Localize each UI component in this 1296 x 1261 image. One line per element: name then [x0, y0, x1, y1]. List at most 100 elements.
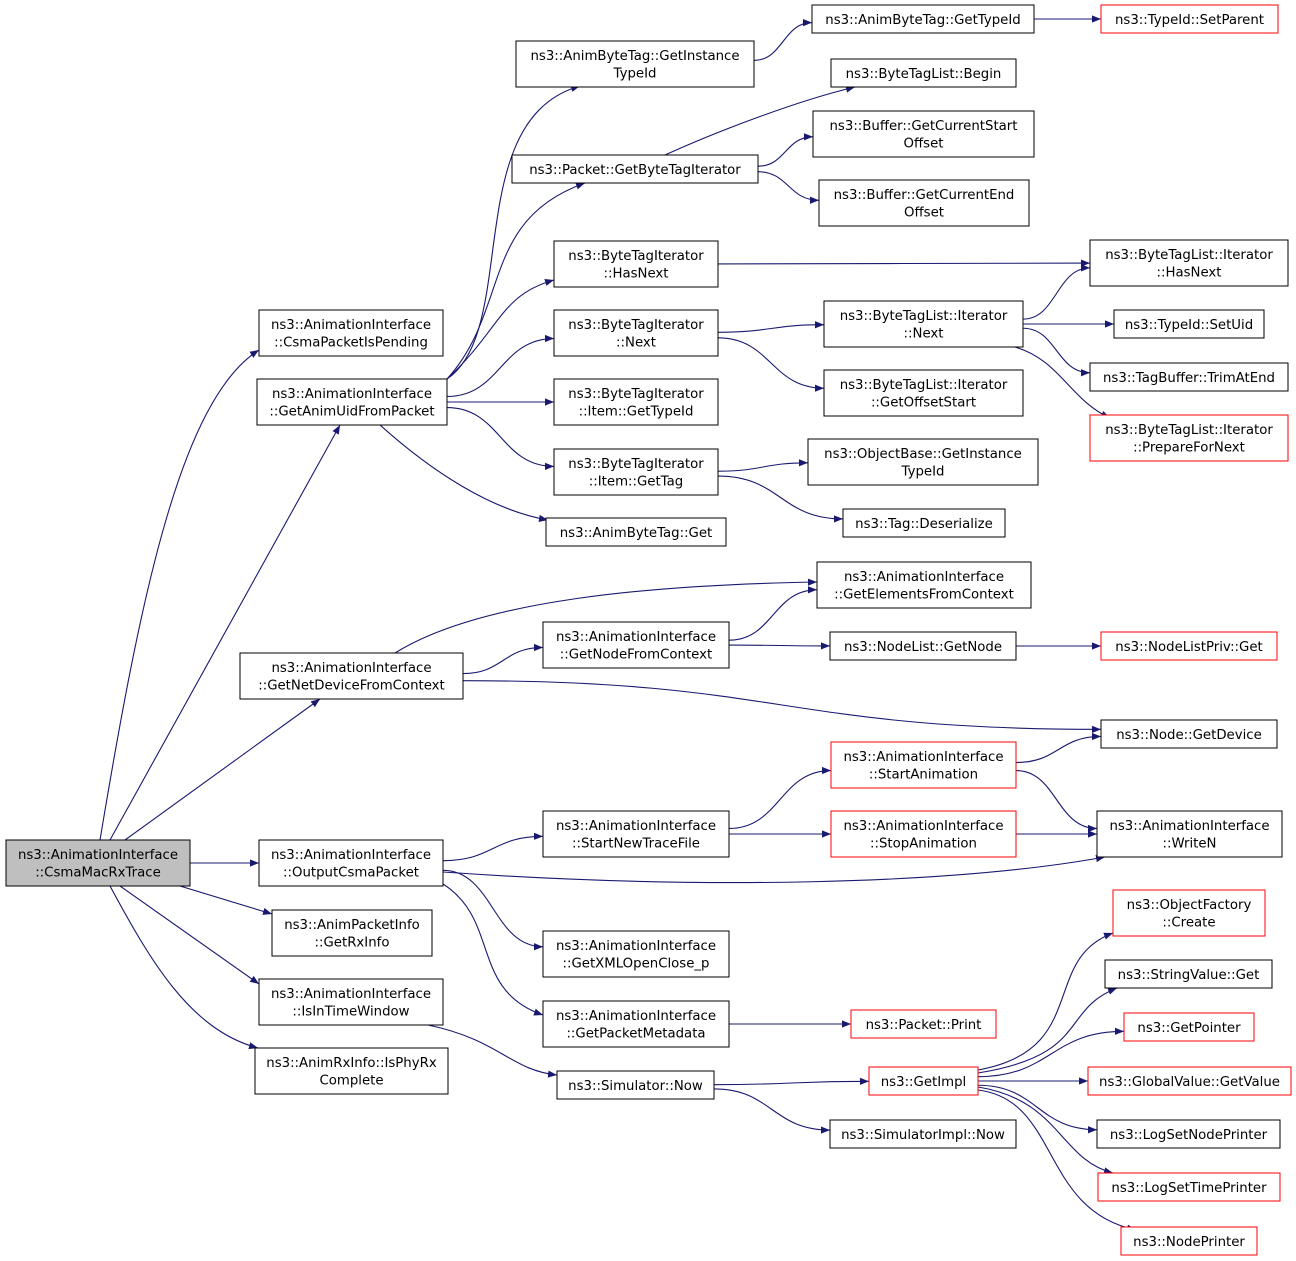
node-nlPrivGet[interactable]: ns3::NodeListPriv::Get — [1100, 631, 1278, 661]
node-label-line: ns3::NodeListPriv::Get — [1115, 640, 1262, 655]
node-logSetNode[interactable]: ns3::LogSetNodePrinter — [1096, 1119, 1281, 1149]
node-label-line: Offset — [904, 137, 944, 152]
node-objFactCreate[interactable]: ns3::ObjectFactory::Create — [1112, 889, 1266, 937]
node-logSetTime[interactable]: ns3::LogSetTimePrinter — [1097, 1172, 1281, 1202]
node-label-line: ns3::AnimationInterface — [556, 1009, 716, 1024]
edge-root-to-getNetDev — [124, 698, 321, 841]
node-box — [812, 110, 1035, 158]
node-pktGetBTI[interactable]: ns3::Packet::GetByteTagIterator — [511, 154, 759, 184]
node-box — [553, 448, 719, 496]
node-label-line: ns3::AnimByteTag::GetTypeId — [825, 13, 1020, 28]
node-box — [829, 1119, 1017, 1149]
node-box — [542, 810, 730, 858]
node-simImplNow[interactable]: ns3::SimulatorImpl::Now — [829, 1119, 1017, 1149]
node-setUid[interactable]: ns3::TypeId::SetUid — [1113, 309, 1265, 339]
node-getNetDev[interactable]: ns3::AnimationInterface::GetNetDeviceFro… — [239, 652, 464, 700]
node-getImpl[interactable]: ns3::GetImpl — [868, 1066, 979, 1096]
node-label-line: ns3::Simulator::Now — [568, 1079, 703, 1094]
node-btliHasNext[interactable]: ns3::ByteTagList::Iterator::HasNext — [1089, 239, 1289, 287]
node-getRxInfo[interactable]: ns3::AnimPacketInfo::GetRxInfo — [271, 909, 433, 957]
node-getXml[interactable]: ns3::AnimationInterface::GetXMLOpenClose… — [542, 930, 730, 978]
node-box — [511, 154, 759, 184]
node-pktPrint[interactable]: ns3::Packet::Print — [850, 1009, 997, 1039]
edge-startNewTrace-to-startAnim — [728, 766, 832, 830]
node-getAnimUid[interactable]: ns3::AnimationInterface::GetAnimUidFromP… — [256, 378, 448, 426]
node-btliNext[interactable]: ns3::ByteTagList::Iterator::Next — [823, 300, 1024, 348]
edge-getImpl-to-getPointer — [977, 1027, 1125, 1078]
node-box — [542, 1000, 730, 1048]
node-box — [1120, 1226, 1258, 1256]
node-label-line: ::GetAnimUidFromPacket — [269, 405, 434, 420]
node-outputCsma[interactable]: ns3::AnimationInterface::OutputCsmaPacke… — [258, 839, 444, 887]
node-getNodeCtx[interactable]: ns3::AnimationInterface::GetNodeFromCont… — [542, 621, 730, 669]
node-label-line: ::GetElementsFromContext — [834, 588, 1014, 603]
node-writeN[interactable]: ns3::AnimationInterface::WriteN — [1096, 810, 1283, 858]
node-nodeGetDev[interactable]: ns3::Node::GetDevice — [1100, 719, 1278, 749]
edge-getAnimUid-to-btiItemTag — [446, 407, 555, 470]
node-label-line: ns3::SimulatorImpl::Now — [841, 1128, 1005, 1143]
node-box — [830, 741, 1017, 789]
node-stopAnim[interactable]: ns3::AnimationInterface::StopAnimation — [830, 810, 1017, 858]
node-label-line: ns3::AnimationInterface — [556, 630, 716, 645]
edge-getImpl-to-strValGet — [977, 987, 1118, 1074]
node-prepareNext[interactable]: ns3::ByteTagList::Iterator::PrepareForNe… — [1089, 414, 1289, 462]
node-strValGet[interactable]: ns3::StringValue::Get — [1104, 959, 1273, 989]
node-btlBegin[interactable]: ns3::ByteTagList::Begin — [830, 58, 1017, 88]
node-box — [1089, 414, 1289, 462]
node-box — [553, 309, 719, 357]
node-getPointer[interactable]: ns3::GetPointer — [1123, 1012, 1255, 1042]
edge-root-to-getRxInfo — [179, 885, 273, 915]
node-label-line: ::Item::GetTypeId — [579, 405, 694, 420]
node-tagDeser[interactable]: ns3::Tag::Deserialize — [842, 508, 1006, 538]
node-box — [807, 438, 1039, 486]
node-btiItemType[interactable]: ns3::ByteTagIterator::Item::GetTypeId — [553, 378, 719, 426]
node-label-line: ::IsInTimeWindow — [292, 1005, 409, 1020]
node-gvGetValue[interactable]: ns3::GlobalValue::GetValue — [1087, 1066, 1292, 1096]
node-label-line: ::HasNext — [603, 267, 668, 282]
node-label-line: ns3::NodePrinter — [1133, 1235, 1245, 1250]
node-setParent[interactable]: ns3::TypeId::SetParent — [1100, 4, 1279, 34]
node-box — [1096, 810, 1283, 858]
node-abtGet[interactable]: ns3::AnimByteTag::Get — [545, 517, 727, 547]
node-label-line: ns3::AnimPacketInfo — [284, 918, 420, 933]
node-startAnim[interactable]: ns3::AnimationInterface::StartAnimation — [830, 741, 1017, 789]
node-label-line: ::HasNext — [1156, 266, 1221, 281]
node-label-line: ns3::ObjectFactory — [1127, 898, 1252, 913]
node-label-line: ns3::StringValue::Get — [1118, 968, 1260, 983]
node-label-line: ::Next — [904, 327, 944, 342]
node-box — [1123, 1012, 1255, 1042]
node-abtGetTypeId[interactable]: ns3::AnimByteTag::GetTypeId — [811, 4, 1035, 34]
node-box — [1096, 1119, 1281, 1149]
node-btliOffset[interactable]: ns3::ByteTagList::Iterator::GetOffsetSta… — [823, 369, 1024, 417]
node-label-line: ns3::TypeId::SetUid — [1125, 318, 1253, 333]
node-nlGetNode[interactable]: ns3::NodeList::GetNode — [829, 631, 1017, 661]
node-label-line: ns3::AnimByteTag::GetInstance — [530, 49, 739, 64]
node-btiNext[interactable]: ns3::ByteTagIterator::Next — [553, 309, 719, 357]
node-nodePrinter[interactable]: ns3::NodePrinter — [1120, 1226, 1258, 1256]
edges-layer — [99, 15, 1137, 1232]
node-startNewTrace[interactable]: ns3::AnimationInterface::StartNewTraceFi… — [542, 810, 730, 858]
node-getPktMeta[interactable]: ns3::AnimationInterface::GetPacketMetada… — [542, 1000, 730, 1048]
node-trimAtEnd[interactable]: ns3::TagBuffer::TrimAtEnd — [1089, 362, 1289, 392]
node-box — [556, 1070, 715, 1100]
node-box — [811, 4, 1035, 34]
edge-getNodeCtx-to-getElements — [728, 586, 818, 641]
node-simNow[interactable]: ns3::Simulator::Now — [556, 1070, 715, 1100]
node-getElements[interactable]: ns3::AnimationInterface::GetElementsFrom… — [816, 561, 1032, 609]
node-box — [256, 378, 448, 426]
node-isInTime[interactable]: ns3::AnimationInterface::IsInTimeWindow — [258, 978, 444, 1026]
node-label-line: Offset — [904, 206, 944, 221]
node-label-line: ns3::Packet::GetByteTagIterator — [529, 163, 741, 178]
node-label-line: ns3::ByteTagList::Iterator — [840, 309, 1008, 324]
node-btiItemTag[interactable]: ns3::ByteTagIterator::Item::GetTag — [553, 448, 719, 496]
node-csmaPending[interactable]: ns3::AnimationInterface::CsmaPacketIsPen… — [258, 309, 444, 357]
node-label-line: ::GetXMLOpenClose_p — [563, 957, 710, 972]
node-btiHasNext[interactable]: ns3::ByteTagIterator::HasNext — [553, 240, 719, 288]
edge-btliNext-to-prepareNext — [1014, 346, 1111, 419]
edge-startAnim-to-nodeGetDev — [1015, 732, 1102, 764]
